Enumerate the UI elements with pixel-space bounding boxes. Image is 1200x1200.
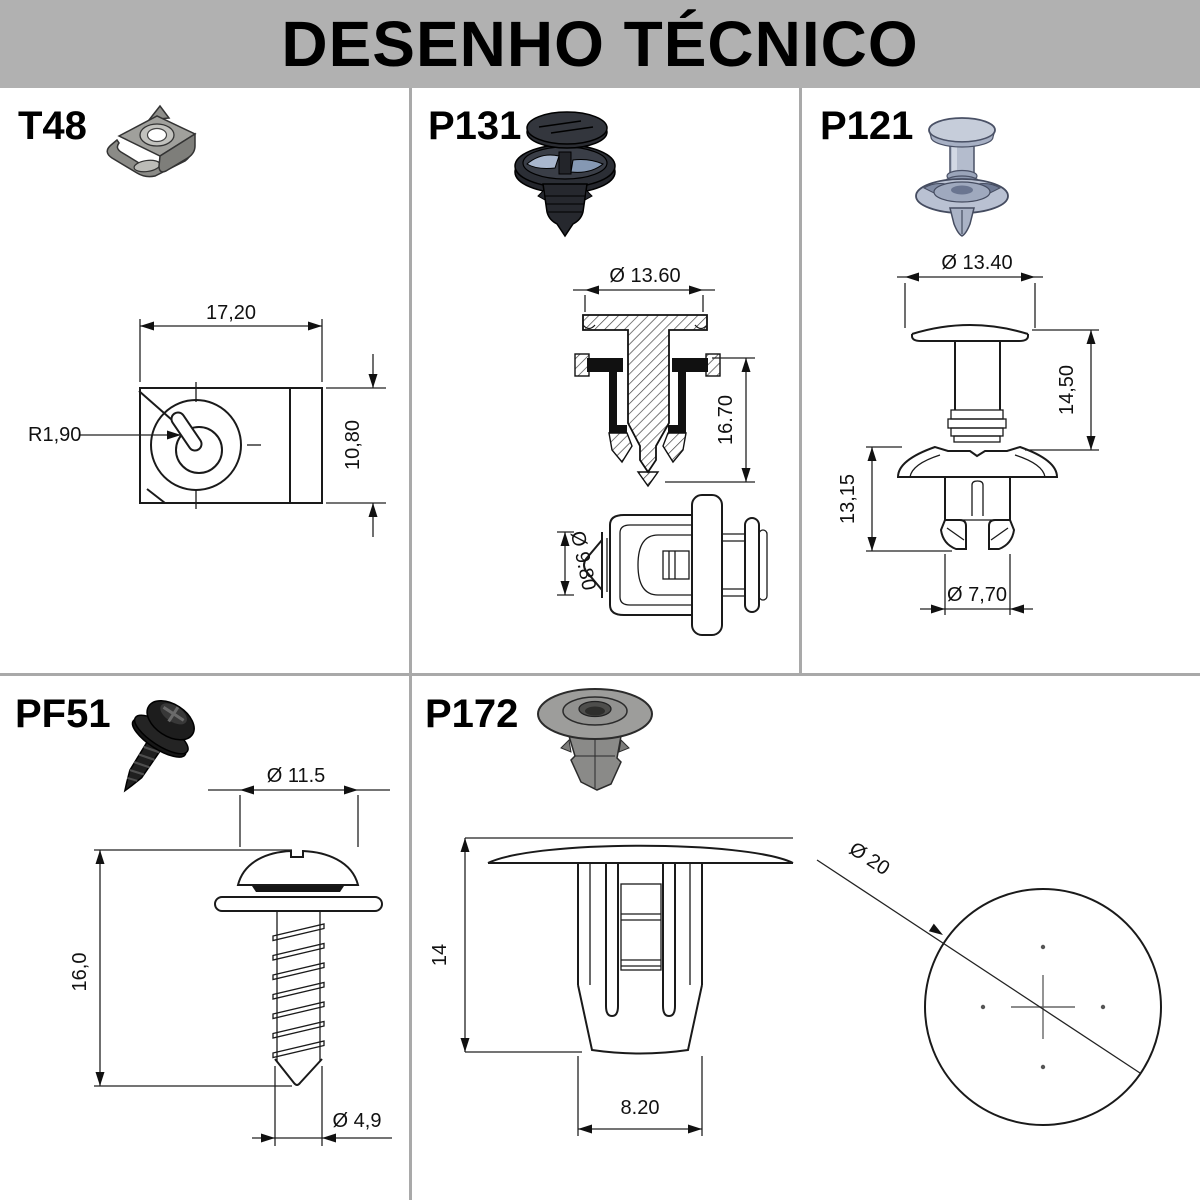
t48-dim-height: 10,80 [342,420,364,470]
p121-dim-upper-height: 14,50 [1056,365,1078,415]
p131-dim-body-diameter: Ø 9.80 [566,529,600,592]
pf51-drawing: Ø 11.5 16,0 Ø 4,9 [69,765,392,1146]
p172-side-view-drawing: 14 8.20 [429,837,794,1136]
p131-side-view-drawing: Ø 9.80 [557,494,768,636]
part-label-pf51: PF51 [15,692,111,736]
part-label-p131: P131 [428,104,522,148]
panel-pf51: PF51 [0,674,409,1200]
p131-3d-icon [514,111,616,238]
p172-dim-height: 14 [429,944,451,966]
panel-p172: P172 [410,674,1200,1200]
p121-dim-head-diameter: Ø 13.40 [941,252,1012,274]
panel-p121: P121 [800,88,1200,673]
p121-graphics: Ø 13.40 14,50 13,15 [837,117,1099,615]
panel-p131: P131 [410,88,799,673]
pf51-dim-thread-diameter: Ø 4,9 [333,1110,382,1132]
p121-dim-leg-diameter: Ø 7,70 [947,584,1007,606]
pf51-dim-length: 16,0 [69,953,91,992]
divider-vertical-right [799,88,802,676]
p131-dim-head-diameter: Ø 13.60 [609,265,680,287]
part-label-p121: P121 [820,104,914,148]
pf51-graphics: Ø 11.5 16,0 Ø 4,9 [69,700,392,1146]
p172-top-view-drawing: Ø 20 [816,838,1162,1126]
pf51-dim-head-diameter: Ø 11.5 [267,765,326,787]
page-title: DESENHO TÉCNICO [281,8,919,80]
header: DESENHO TÉCNICO [0,0,1200,88]
panel-t48: T48 [0,88,409,673]
t48-3d-icon [106,104,197,178]
part-label-p172: P172 [425,692,519,736]
t48-dim-width: 17,20 [206,302,256,324]
p172-graphics: 14 8.20 Ø 20 [429,688,1162,1136]
p121-3d-icon [915,117,1009,237]
t48-graphics: 17,20 10,80 R1,90 [28,104,386,537]
pf51-3d-icon [123,700,195,793]
p131-graphics: Ø 13.60 16.70 [514,111,768,636]
p172-dim-flange-diameter: Ø 20 [845,838,893,880]
part-label-t48: T48 [18,104,87,148]
p131-dim-length: 16.70 [715,395,737,445]
t48-dim-radius: R1,90 [28,424,81,446]
p121-dim-lower-height: 13,15 [837,474,859,524]
p172-3d-icon [537,688,653,791]
divider-horizontal [0,673,1200,676]
t48-drawing: 17,20 10,80 R1,90 [28,302,386,537]
p172-dim-body-width: 8.20 [621,1097,660,1119]
divider-vertical-left [409,88,412,1200]
p131-cross-section-drawing: Ø 13.60 16.70 [573,265,755,488]
p121-drawing: Ø 13.40 14,50 13,15 [837,252,1099,615]
